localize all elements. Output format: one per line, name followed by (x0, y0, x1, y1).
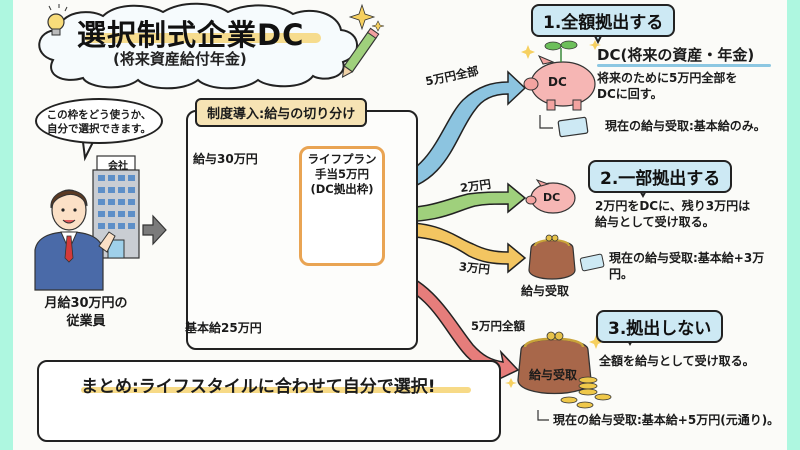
summary-text: まとめ:ライフスタイルに合わせて自分で選択! (81, 377, 436, 397)
purse-icon-partial (528, 234, 576, 280)
arrow-partial-dc (392, 182, 527, 223)
speech-line-2: 自分で選択できます。 (47, 123, 151, 135)
option-2-heading: 2.一部拠出する (588, 160, 733, 193)
speech-line-1: この枠をどう使うか、 (46, 109, 152, 121)
sparkle-icon (371, 20, 385, 32)
page-subtitle: (将来資産給付年金) (113, 50, 247, 68)
summary-highlight (81, 387, 471, 393)
page-title: 選択制式企業DC (77, 18, 305, 52)
option-2-current-pay: 現在の給与受取:基本給+3万円。 (609, 251, 765, 281)
sparkle-icon (348, 3, 376, 31)
pencil-icon (341, 27, 380, 79)
life-plan-allowance-label: ライフプラン 手当5万円 (DC拠出枠) (299, 152, 385, 197)
purse-label-3: 給与受取 (529, 368, 578, 382)
arrow-no-contribution (392, 269, 520, 382)
infographic-canvas: 選択制式企業DC (将来資産給付年金) この枠をどう使うか、 自分で選択できます… (13, 0, 787, 450)
piggy-label-2: DC (543, 191, 561, 204)
arrow-right-icon (142, 214, 167, 246)
option-2-desc-line-2: 給与として受け取る。 (595, 215, 715, 229)
option-1-desc-line-2: DCに回す。 (597, 87, 663, 101)
piggy-bank-icon-dc-partial (525, 179, 576, 214)
base-salary-label: 基本給25万円 (185, 321, 262, 335)
piggy-label-1: DC (548, 75, 567, 89)
life-plan-line-2: 手当5万円 (314, 167, 369, 181)
purse-icon-full (505, 331, 612, 409)
option-1-desc-line-1: 将来のために5万円全部を (597, 71, 738, 85)
title-highlight (85, 33, 321, 43)
employee-label-line-1: 月給30万円の (44, 296, 128, 311)
option-3-current-pay: 現在の給与受取:基本給+5万円(元通り)。 (553, 413, 780, 427)
pay-slip-icon (579, 253, 605, 272)
life-plan-allowance-box (299, 146, 385, 266)
salary-total-label: 給与30万円 (193, 152, 258, 166)
arrow-full-contribution (392, 70, 527, 193)
life-plan-line-1: ライフプラン (307, 152, 377, 166)
option-1-subtitle-underline (597, 64, 771, 67)
option-1-description: 将来のために5万円全部を DCに回す。 (597, 70, 737, 102)
panel-title: 制度導入:給与の切り分け (195, 98, 368, 127)
title-cloud (38, 2, 358, 90)
option-3-heading: 3.拠出しない (596, 310, 724, 343)
company-sign: 会社 (108, 161, 128, 172)
option-1-subtitle: DC(将来の資産・年金) (597, 46, 755, 64)
employee-avatar (34, 189, 116, 291)
arrow-partial-pay (392, 221, 527, 274)
speech-tail (82, 141, 94, 162)
option-2-desc-line-1: 2万円をDCに、残り3万円は (595, 199, 751, 213)
option-1-heading: 1.全額拠出する (531, 4, 676, 37)
pay-slip-icon (539, 115, 589, 138)
life-plan-line-3: (DC拠出枠) (310, 182, 374, 196)
option-2-description: 2万円をDCに、残り3万円は 給与として受け取る。 (595, 198, 750, 230)
arrow-label-partial-pay: 3万円 (458, 259, 491, 277)
arrow-label-none: 5万円全額 (471, 319, 526, 333)
lightbulb-icon (47, 4, 68, 36)
purse-label-2: 給与受取 (521, 284, 570, 298)
company-building-icon (92, 155, 140, 259)
option-3-description: 全額を給与として受け取る。 (599, 354, 755, 368)
option-1-current-pay: 現在の給与受取:基本給のみ。 (605, 119, 766, 133)
employee-speech-bubble: この枠をどう使うか、 自分で選択できます。 (35, 98, 163, 144)
summary-box (37, 360, 501, 442)
employee-label: 月給30万円の 従業員 (31, 295, 141, 331)
piggy-bank-icon-dc-full (521, 40, 601, 111)
employee-label-line-2: 従業員 (66, 314, 106, 329)
